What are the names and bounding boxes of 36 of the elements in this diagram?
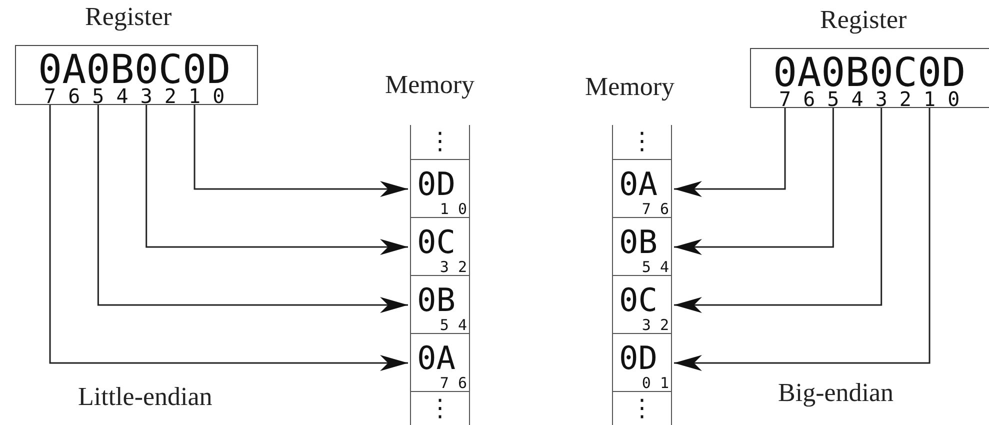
byte-value: 0C — [417, 226, 456, 258]
byte-value: 0D — [619, 342, 658, 374]
memory-label: Memory — [585, 72, 675, 102]
ellipsis: ⋮ — [629, 128, 655, 154]
bit-numbers: 5 4 — [642, 260, 669, 275]
byte-value: 0B — [417, 284, 456, 316]
byte-value: 0B — [619, 226, 658, 258]
arrow — [674, 108, 786, 197]
ellipsis: ⋮ — [427, 395, 453, 421]
bit-numbers: 7 6 — [440, 376, 467, 391]
arrow — [674, 108, 882, 313]
bit-numbers: 7 6 5 4 3 2 1 0 — [779, 90, 960, 108]
ellipsis: ⋮ — [427, 128, 453, 154]
bit-numbers: 0 1 — [642, 376, 669, 391]
arrow — [194, 105, 408, 197]
register-label: Register — [820, 5, 907, 35]
byte-value: 0C — [619, 284, 658, 316]
caption: Little-endian — [78, 382, 212, 412]
bit-numbers: 7 6 5 4 3 2 1 0 — [44, 87, 225, 105]
bit-numbers: 3 2 — [642, 318, 669, 333]
byte-value: 0A — [619, 168, 658, 200]
arrow — [146, 105, 408, 255]
ellipsis: ⋮ — [629, 395, 655, 421]
arrow — [97, 105, 408, 313]
arrow — [674, 108, 834, 255]
bit-numbers: 5 4 — [440, 318, 467, 333]
bit-numbers: 1 0 — [440, 202, 467, 217]
register-label: Register — [85, 2, 172, 32]
bit-numbers: 3 2 — [440, 260, 467, 275]
byte-value: 0D — [417, 168, 456, 200]
caption: Big-endian — [778, 378, 894, 408]
bit-numbers: 7 6 — [642, 202, 669, 217]
byte-value: 0A — [417, 342, 456, 374]
arrow — [674, 108, 930, 371]
memory-label: Memory — [385, 70, 475, 100]
arrow — [49, 105, 408, 371]
